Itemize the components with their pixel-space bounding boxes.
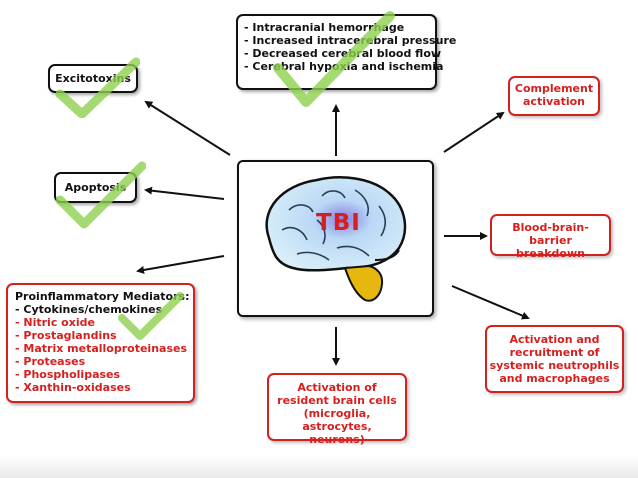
list-item: - Intracranial hemorrhage (244, 21, 405, 34)
apoptosis-label: Apoptosis (64, 181, 127, 194)
arrow-to-mediators (136, 255, 225, 274)
mediators-box: Proinflammatory Mediators: - Cytokines/c… (6, 283, 195, 403)
mediators-black-list: - Cytokines/chemokines (15, 303, 186, 316)
mediators-red-list: - Nitric oxide - Prostaglandins - Matrix… (15, 316, 187, 394)
pressure-effects-list: - Intracranial hemorrhage - Increased in… (244, 21, 457, 73)
list-item: - Nitric oxide (15, 316, 95, 329)
list-item: - Xanthin-oxidases (15, 381, 131, 394)
complement-box: Complement activation (508, 76, 600, 116)
resident-cells-box: Activation of resident brain cells (micr… (267, 373, 407, 446)
arrow-to-excitotoxins (144, 100, 231, 156)
arrow-to-apoptosis (144, 186, 225, 200)
bbb-line: breakdown (516, 247, 585, 260)
checkmark-icon (273, 11, 395, 107)
neutrophils-box: Activation and recruitment of systemic n… (485, 325, 624, 393)
checkmark-icon (118, 292, 184, 340)
resident-line: Activation of (297, 381, 377, 394)
neutrophils-line: recruitment of (509, 346, 600, 359)
list-item: - Increased intracerebral pressure (244, 34, 457, 47)
pressure-effects-box: - Intracranial hemorrhage - Increased in… (236, 14, 457, 90)
resident-line: (microglia, astrocytes, (302, 407, 372, 433)
neutrophils-line: and macrophages (499, 372, 610, 385)
list-item: - Prostaglandins (15, 329, 117, 342)
brain-icon (265, 176, 407, 302)
list-item: - Cytokines/chemokines (15, 303, 163, 316)
checkmark-icon (56, 57, 140, 118)
neutrophils-line: systemic neutrophils (489, 359, 620, 372)
list-item: - Decreased cerebral blood flow (244, 47, 442, 60)
neutrophils-line: Activation and (509, 333, 600, 346)
complement-line: activation (523, 95, 585, 108)
tbi-label: TBI (316, 210, 361, 236)
list-item: - Phospholipases (15, 368, 121, 381)
list-item: - Matrix metalloproteinases (15, 342, 187, 355)
complement-line: Complement (514, 82, 594, 95)
resident-line: resident brain cells (277, 394, 397, 407)
background-fade (0, 455, 638, 478)
arrow-to-neutrophils (451, 285, 530, 320)
bbb-box: Blood-brain-barrier breakdown (490, 214, 611, 260)
resident-line: neurons) (309, 433, 365, 446)
checkmark-icon (56, 161, 146, 229)
mediators-title: Proinflammatory Mediators: (15, 290, 190, 303)
bbb-line: Blood-brain-barrier (512, 221, 589, 247)
arrow-to-complement (443, 111, 505, 153)
list-item: - Proteases (15, 355, 86, 368)
